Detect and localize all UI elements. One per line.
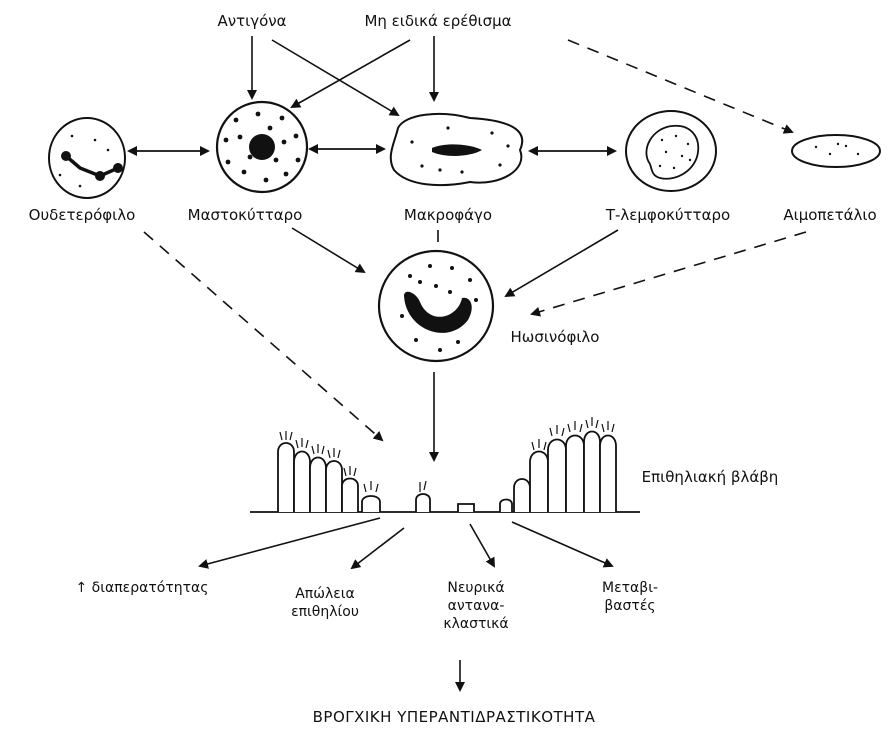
arrow-to-mediators <box>512 522 612 566</box>
neural-label-line2: αντανα- <box>448 598 505 614</box>
platelet-cell <box>792 135 880 167</box>
neutrophil-label: Ουδετερόφιλο <box>29 206 136 224</box>
neutrophil-cell <box>49 118 125 198</box>
arrow-antigens-to-macrophage <box>272 40 398 115</box>
mast-cell-label: Μαστοκύτταρο <box>188 206 303 224</box>
arrow-platelet-to-eosinophil <box>532 232 806 314</box>
arrow-to-epithelium-loss <box>352 528 404 568</box>
epithelium-loss-label-line2: επιθηλίου <box>291 604 359 620</box>
macrophage-cell <box>391 114 522 185</box>
neural-label-line3: κλαστικά <box>443 616 508 632</box>
epithelium-illustration <box>250 432 640 513</box>
arrow-nonspecific-to-mast <box>292 40 410 107</box>
mediators-label-line1: Μεταβι- <box>602 580 658 596</box>
antigens-label: Αντιγόνα <box>217 12 286 30</box>
arrow-tlymph-to-eosinophil <box>506 230 618 296</box>
epithelium-loss-label-line1: Απώλεια <box>295 586 355 602</box>
input-arrows <box>252 36 792 132</box>
effect-arrows <box>200 518 612 690</box>
outcome-label: ΒΡΟΓΧΙΚΗ ΥΠΕΡΑΝΤΙΔΡΑΣΤΙΚΟΤΗΤΑ <box>313 708 596 726</box>
mediators-label-line2: βαστές <box>604 598 655 614</box>
arrow-to-permeability <box>200 518 380 566</box>
neural-label-line1: Νευρικά <box>447 580 504 596</box>
arrow-to-neural <box>470 524 494 566</box>
t-lymphocyte-label: Τ-λεμφοκύτταρο <box>605 206 730 224</box>
arrow-mast-to-eosinophil <box>292 228 364 272</box>
nonspecific-stimulus-label: Μη ειδικά ερέθισμα <box>364 12 511 30</box>
epithelial-damage-label: Επιθηλιακή βλάβη <box>642 468 779 486</box>
t-lymphocyte-cell <box>626 111 716 191</box>
arrow-neutrophil-to-epithelium <box>144 232 382 440</box>
permeability-label: ↑ διαπερατότητας <box>76 580 209 596</box>
eosinophil-cell <box>379 251 493 361</box>
platelet-label: Αιμοπετάλιο <box>783 206 876 224</box>
cell-interaction-arrows <box>135 149 615 151</box>
eosinophil-label: Ηωσινόφιλο <box>510 328 599 346</box>
macrophage-label: Μακροφάγο <box>404 206 492 224</box>
mast-cell <box>217 102 307 192</box>
